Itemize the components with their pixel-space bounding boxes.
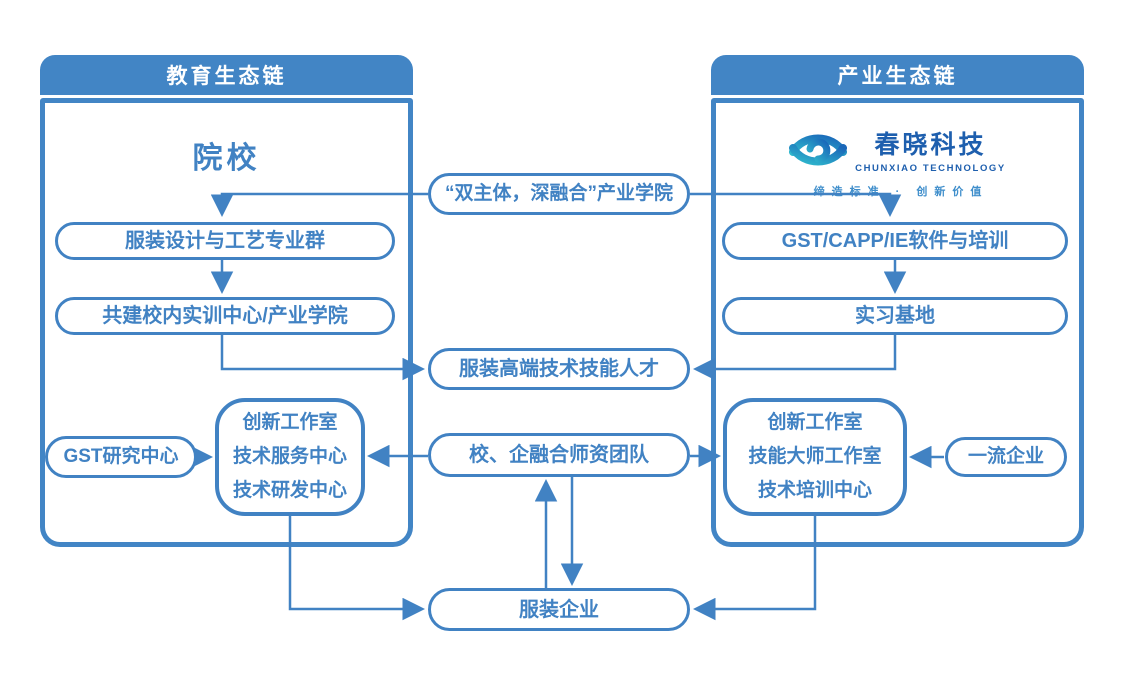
chunxiao-logo-icon: [789, 134, 848, 165]
node-software-training: GST/CAPP/IE软件与培训: [722, 222, 1068, 260]
node-hightech-talent: 服装高端技术技能人才: [428, 348, 690, 390]
left-centers-line3: 技术研发中心: [232, 479, 347, 501]
node-first-class-enterprise: 一流企业: [945, 437, 1067, 477]
node-internship-base: 实习基地: [722, 297, 1068, 335]
right-centers-line2: 技能大师工作室: [748, 446, 882, 468]
education-chain-title: 教育生态链: [166, 65, 287, 88]
industry-chain-title: 产业生态链: [837, 65, 958, 88]
node-fashion-major-group: 服装设计与工艺专业群: [55, 222, 395, 260]
chunxiao-logo: 春晓科技 CHUNXIAO TECHNOLOGY 缔造标准 · 创新价值: [716, 125, 1079, 199]
node-garment-enterprise: 服装企业: [428, 588, 690, 631]
left-centers-line1: 创新工作室: [242, 412, 338, 434]
node-right-centers: 创新工作室 技能大师工作室 技术培训中心: [723, 398, 907, 516]
right-centers-line3: 技术培训中心: [757, 479, 872, 501]
node-teacher-team: 校、企融合师资团队: [428, 433, 690, 477]
right-centers-line1: 创新工作室: [767, 412, 863, 434]
left-centers-line2: 技术服务中心: [232, 446, 347, 468]
node-industry-college: “双主体，深融合”产业学院: [428, 173, 690, 215]
logo-name-cn: 春晓科技: [874, 131, 987, 159]
node-campus-training-center: 共建校内实训中心/产业学院: [55, 297, 395, 335]
logo-name-en: CHUNXIAO TECHNOLOGY: [855, 163, 1006, 174]
education-chain-header: 教育生态链: [40, 55, 413, 95]
industry-chain-header: 产业生态链: [711, 55, 1084, 95]
colleges-title: 院校: [192, 142, 261, 175]
node-left-centers: 创新工作室 技术服务中心 技术研发中心: [215, 398, 365, 516]
node-gst-research-center: GST研究中心: [45, 436, 197, 478]
